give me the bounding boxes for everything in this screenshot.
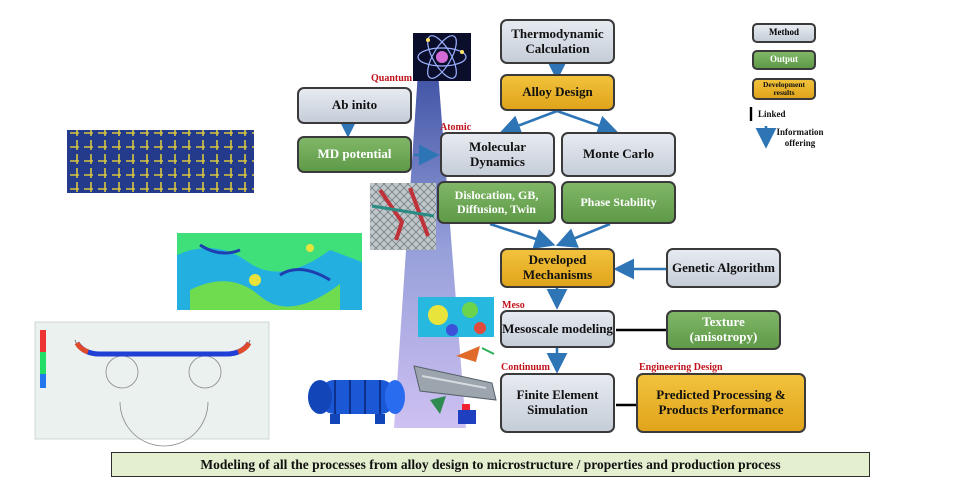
legend-development-box: Development results	[752, 78, 816, 100]
atomic-label: Atomic	[440, 122, 472, 133]
vessel-image	[308, 380, 405, 424]
thermodynamic-calculation-box: Thermodynamic Calculation	[500, 19, 615, 64]
developed-mechanisms-box: Developed Mechanisms	[500, 248, 615, 288]
fe-screenshot-image	[34, 321, 270, 447]
ship-image	[413, 346, 497, 424]
genetic-algorithm-box: Genetic Algorithm	[666, 248, 781, 288]
ab-inito-box: Ab inito	[297, 87, 412, 124]
arrow-phase-developed	[555, 222, 611, 248]
finite-element-simulation-box: Finite Element Simulation	[500, 373, 615, 433]
legend-method-box: Method	[752, 23, 816, 43]
arrow-alloy-mc	[556, 109, 619, 136]
meso-image	[418, 297, 494, 337]
legend-output-box: Output	[752, 50, 816, 70]
phase-stability-box: Phase Stability	[561, 181, 676, 224]
lattice-image	[67, 130, 254, 193]
alloy-design-box: Alloy Design	[500, 74, 615, 111]
mesh-image	[370, 183, 436, 250]
texture-box: Texture (anisotropy)	[666, 310, 781, 350]
meso-label: Meso	[502, 300, 525, 311]
monte-carlo-box: Monte Carlo	[561, 132, 676, 177]
quantum-label: Quantum	[371, 73, 413, 84]
molecular-dynamics-box: Molecular Dynamics	[440, 132, 555, 177]
flow-arrows	[337, 60, 777, 374]
atom-image	[413, 33, 471, 81]
continuum-label: Continuum	[501, 362, 550, 373]
predicted-performance-box: Predicted Processing & Products Performa…	[636, 373, 806, 433]
dislocation-box: Dislocation, GB, Diffusion, Twin	[437, 181, 556, 224]
legend-information-label: Information offering	[776, 127, 824, 148]
linked-connectors	[616, 107, 753, 407]
legend-linked-label: Linked	[758, 109, 786, 119]
caption-banner: Modeling of all the processes from alloy…	[111, 452, 870, 477]
strain-map-image	[177, 233, 362, 310]
arrow-alloy-md	[499, 109, 558, 136]
engineering-design-label: Engineering Design	[639, 362, 723, 373]
arrow-dislocation-developed	[489, 222, 556, 249]
md-potential-box: MD potential	[297, 136, 412, 173]
mesoscale-modeling-box: Mesoscale modeling	[500, 310, 615, 348]
